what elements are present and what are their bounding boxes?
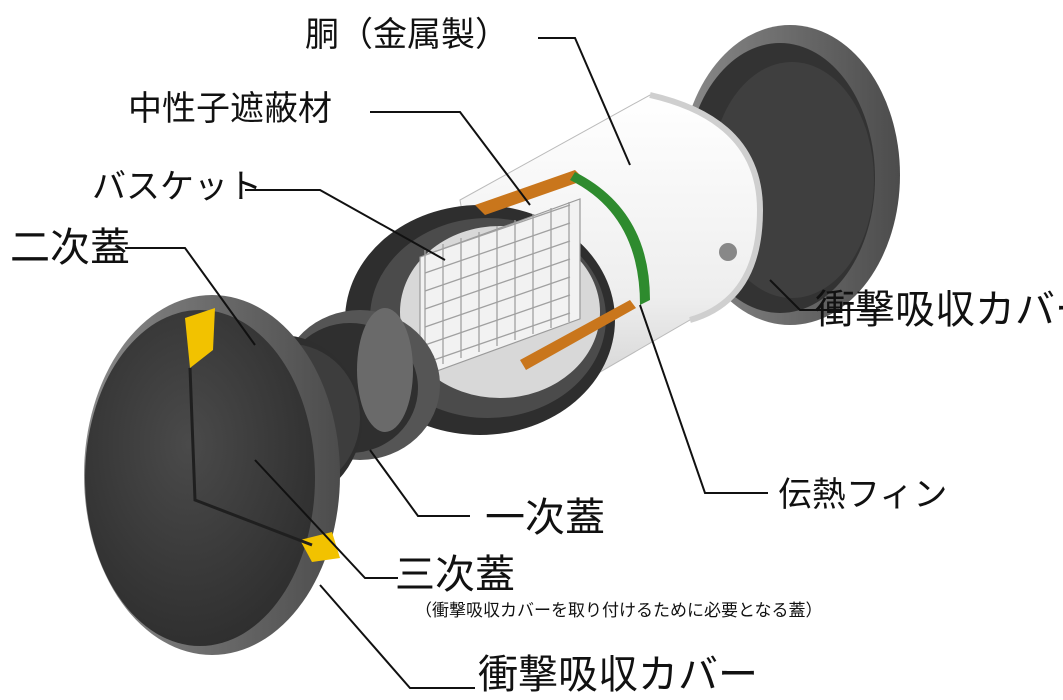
front-shock-absorber-cover [84,295,340,655]
bolt-icon [719,243,737,261]
label-body: 胴（金属製） [305,15,509,55]
heat-fin-strip [570,172,650,305]
neutron-shield-strip [475,170,585,215]
cover-cut-top [185,308,215,368]
label-secondary-lid: 二次蓋 [10,225,130,271]
label-neutron-shield: 中性子遮蔽材 [128,89,332,129]
label-basket: バスケット [92,167,262,207]
label-heat-fin: 伝熱フィン [778,475,948,515]
label-primary-lid: 一次蓋 [485,495,605,541]
label-tertiary-lid: 三次蓋 [395,552,515,598]
label-shock-absorber-bottom: 衝撃吸収カバー [478,652,758,698]
leader-lines [125,37,880,689]
label-tertiary-note: （衝撃吸収カバーを取り付けるために必要となる蓋） [415,601,823,621]
label-shock-absorber-right: 衝撃吸収カバー [815,287,1063,333]
